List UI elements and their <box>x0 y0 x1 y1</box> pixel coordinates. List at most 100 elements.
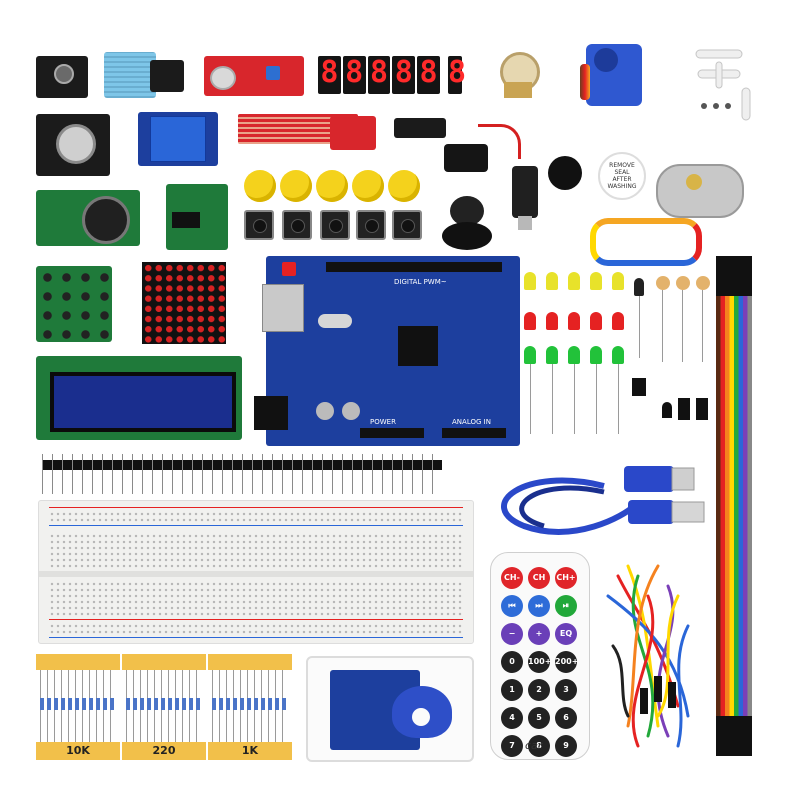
power-label: POWER <box>370 418 396 426</box>
remote-key-play-icon[interactable]: ⏯ <box>555 595 577 617</box>
segment-digit: 8 <box>447 56 466 94</box>
pin-header-strip <box>42 454 442 494</box>
tilt-sensor <box>678 398 690 420</box>
rfid-card <box>306 656 474 762</box>
photoresistor <box>696 276 710 290</box>
servo-horn-icon <box>695 49 751 121</box>
led-leads <box>618 364 619 434</box>
tactile-switch <box>244 210 274 240</box>
remote-key-7[interactable]: 7 <box>501 735 523 757</box>
arduino-uno-board: DIGITAL PWM~ POWER ANALOG IN <box>254 256 520 446</box>
capacitor-icon <box>342 402 360 420</box>
remote-key-ch[interactable]: CH <box>528 567 550 589</box>
remote-key-6[interactable]: 6 <box>555 707 577 729</box>
remote-key-next-icon[interactable]: ⏭ <box>528 595 550 617</box>
tilt-sensor <box>696 398 708 420</box>
rail-red-line <box>49 619 463 620</box>
led-green <box>546 346 558 364</box>
usb-b-port <box>262 284 304 332</box>
breadboard <box>38 500 474 644</box>
tactile-switch <box>282 210 312 240</box>
jumper-wires-bundle <box>606 564 690 748</box>
rail-blue-line <box>49 525 463 526</box>
remote-key-prev-icon[interactable]: ⏮ <box>501 595 523 617</box>
power-rail-bottom <box>49 623 463 635</box>
sensor-lens-icon <box>54 64 74 84</box>
remote-key-100plus[interactable]: 100+ <box>528 651 551 673</box>
led-matrix-8x8 <box>142 262 226 344</box>
remote-key-9[interactable]: 9 <box>555 735 577 757</box>
led-red <box>546 312 558 330</box>
resistor-label: 220 <box>122 742 206 760</box>
resistor-label: 10K <box>36 742 120 760</box>
analog-label: ANALOG IN <box>452 418 491 426</box>
remote-key-vol-minus[interactable]: − <box>501 623 523 645</box>
digital-label: DIGITAL PWM~ <box>394 278 447 286</box>
led-green <box>612 346 624 364</box>
segment-digit: 8 <box>342 56 366 94</box>
remote-key-ch-plus[interactable]: CH+ <box>555 567 577 589</box>
buzzer-seal-sticker: REMOVE SEAL AFTER WASHING <box>598 152 646 200</box>
segment-digit: 8 <box>318 56 341 94</box>
led-green <box>568 346 580 364</box>
button-cap <box>388 170 420 202</box>
remote-key-200plus[interactable]: 200+ <box>555 651 578 673</box>
photoresistor <box>656 276 670 290</box>
stepper-motor <box>656 164 744 224</box>
stepper-shaft <box>686 174 702 190</box>
remote-key-vol-plus[interactable]: + <box>528 623 550 645</box>
led-green <box>524 346 536 364</box>
remote-key-4[interactable]: 4 <box>501 707 523 729</box>
joystick-knob-top <box>450 196 484 226</box>
dc-jack <box>254 396 288 430</box>
remote-key-8[interactable]: 8 <box>528 735 550 757</box>
tactile-switch <box>320 210 350 240</box>
servo-motor <box>580 44 642 106</box>
usb-a-plug <box>628 500 674 524</box>
microphone-icon <box>210 66 236 90</box>
sound-sensor-module <box>204 56 304 96</box>
joystick-cap-icon <box>56 124 96 164</box>
relay-module <box>138 112 218 166</box>
joystick-module <box>36 114 110 176</box>
remote-key-eq[interactable]: EQ <box>555 623 577 645</box>
remote-keypad: CH- CH CH+ ⏮ ⏭ ⏯ − + EQ 0 100+ 200+ 1 2 … <box>501 567 579 757</box>
remote-key-3[interactable]: 3 <box>555 679 577 701</box>
button-cap <box>316 170 348 202</box>
led-yellow <box>546 272 558 290</box>
remote-key-1[interactable]: 1 <box>501 679 523 701</box>
ribbon-connector-bottom <box>716 716 752 756</box>
ribbon-connector-top <box>716 256 752 296</box>
remote-key-ch-minus[interactable]: CH- <box>501 567 523 589</box>
terminal-strip-bottom <box>49 581 463 617</box>
led-red <box>612 312 624 330</box>
seven-segment-display: 8 8 8 8 8 8 <box>318 56 466 94</box>
terminal-strip-top <box>49 533 463 569</box>
keypad-4x4 <box>36 266 112 342</box>
pot-base <box>504 82 532 98</box>
buzzer-seal-text: REMOVE SEAL AFTER WASHING <box>607 162 637 190</box>
dht11-base <box>150 60 184 92</box>
ir-receiver-led <box>634 278 644 296</box>
transistor <box>662 402 672 418</box>
photoresistor-leads <box>702 290 703 362</box>
digital-header <box>326 262 502 272</box>
usb-cable <box>501 466 705 535</box>
remote-key-5[interactable]: 5 <box>528 707 550 729</box>
remote-key-2[interactable]: 2 <box>528 679 550 701</box>
led-yellow <box>568 272 580 290</box>
reset-button-icon <box>282 262 296 276</box>
usb-cable-wire <box>501 477 637 535</box>
stepper-wires <box>590 218 702 266</box>
driver-ic <box>172 212 200 228</box>
water-sensor-head <box>330 116 376 150</box>
led-leads <box>596 364 597 434</box>
lcd-screen <box>50 372 236 432</box>
segment-digit: 8 <box>417 56 440 94</box>
resistor-label: 1K <box>208 742 292 760</box>
led-leads <box>552 364 553 434</box>
potentiometer-blue <box>266 66 280 80</box>
remote-key-0[interactable]: 0 <box>501 651 523 673</box>
led-leads <box>574 364 575 434</box>
photoresistor-leads <box>662 290 663 362</box>
